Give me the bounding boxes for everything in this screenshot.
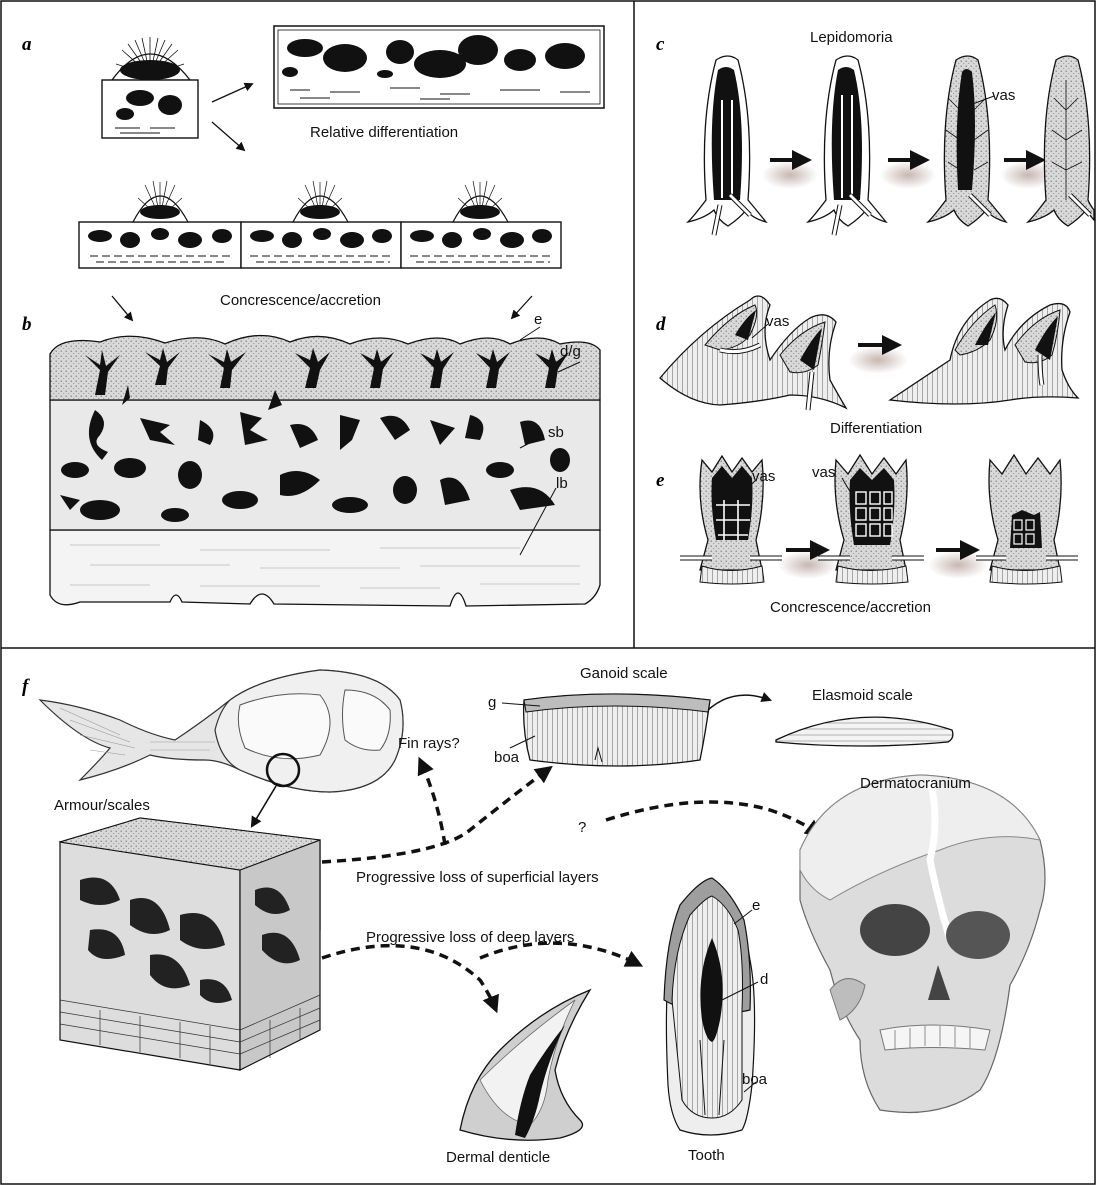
label-armour-scales: Armour/scales <box>54 797 150 814</box>
label-tooth-boa: boa <box>742 1071 768 1088</box>
label-vas-d: vas <box>766 313 789 330</box>
panel-a-letter: a <box>22 34 32 55</box>
differentiated-plate <box>274 26 604 108</box>
arrow-to-concrescence <box>212 122 244 150</box>
armoured-fish <box>40 670 403 792</box>
path-to-fin-rays <box>420 760 445 845</box>
title-lepidomoria: Lepidomoria <box>810 29 893 46</box>
path-to-tooth <box>480 943 640 965</box>
arrow-left-to-b <box>112 296 132 320</box>
label-ganoid-g: g <box>488 694 496 711</box>
caption-concrescence-e: Concrescence/accretion <box>770 599 931 616</box>
ganoid-scale <box>524 694 710 766</box>
armour-block <box>60 818 320 1070</box>
zoom-arrow <box>252 786 276 826</box>
arrow-to-differentiation <box>212 84 252 102</box>
single-scale-unit <box>102 37 198 138</box>
label-tooth-e: e <box>752 897 760 914</box>
panel-e-letter: e <box>656 470 665 491</box>
caption-concrescence-a: Concrescence/accretion <box>220 292 381 309</box>
panel-f: f Armour/scales <box>22 665 1045 1166</box>
panel-a: a <box>22 26 604 320</box>
label-elasmoid-scale: Elasmoid scale <box>812 687 913 704</box>
panel-f-letter: f <box>22 676 30 697</box>
panel-d: d vas Differentiation <box>656 296 1078 437</box>
lepidomorium-stage-1 <box>688 56 766 235</box>
label-tooth: Tooth <box>688 1147 725 1164</box>
three-scales-row <box>79 181 561 268</box>
label-question: ? <box>578 819 586 836</box>
path-to-denticle <box>322 946 496 1010</box>
elasmoid-scale <box>776 717 953 746</box>
label-fin-rays: Fin rays? <box>398 735 460 752</box>
label-dermatocranium: Dermatocranium <box>860 775 971 792</box>
panel-d-letter: d <box>656 314 666 335</box>
panel-c: c Lepidomoria <box>656 29 1094 235</box>
arrow-right-to-b <box>512 296 532 318</box>
label-loss-deep: Progressive loss of deep layers <box>366 929 574 946</box>
lepidomorium-stage-4 <box>1028 56 1094 226</box>
label-loss-superficial: Progressive loss of superficial layers <box>356 869 599 886</box>
skull-dermatocranium <box>800 775 1045 1113</box>
lepidomorium-stage-3 <box>928 56 1006 226</box>
panel-b: b <box>22 311 600 606</box>
label-spongy-bone: sb <box>548 424 564 441</box>
label-vas-e-left: vas <box>752 468 775 485</box>
path-to-dermatocranium <box>606 802 820 835</box>
panel-b-letter: b <box>22 314 32 335</box>
caption-relative-differentiation: Relative differentiation <box>310 124 458 141</box>
concrescence-stage-3 <box>976 455 1078 584</box>
label-tooth-d: d <box>760 971 768 988</box>
tooth <box>664 878 755 1135</box>
label-vas-e-right: vas <box>812 464 835 481</box>
arrow-ganoid-to-elasmoid <box>702 695 770 716</box>
dermal-denticle <box>460 990 590 1140</box>
label-lamellar-bone: lb <box>556 475 568 492</box>
label-vas-c: vas <box>992 87 1015 104</box>
label-dentine-ganoine: d/g <box>560 343 581 360</box>
caption-differentiation: Differentiation <box>830 420 922 437</box>
label-enamel-e: e <box>534 311 542 328</box>
label-ganoid-scale: Ganoid scale <box>580 665 668 682</box>
label-ganoid-boa: boa <box>494 749 520 766</box>
panel-c-letter: c <box>656 34 665 55</box>
panel-e: e vas <box>656 455 1078 616</box>
dentine-ganoine-layer <box>50 335 600 400</box>
label-dermal-denticle: Dermal denticle <box>446 1149 550 1166</box>
lepidomorium-stage-2 <box>808 56 886 235</box>
